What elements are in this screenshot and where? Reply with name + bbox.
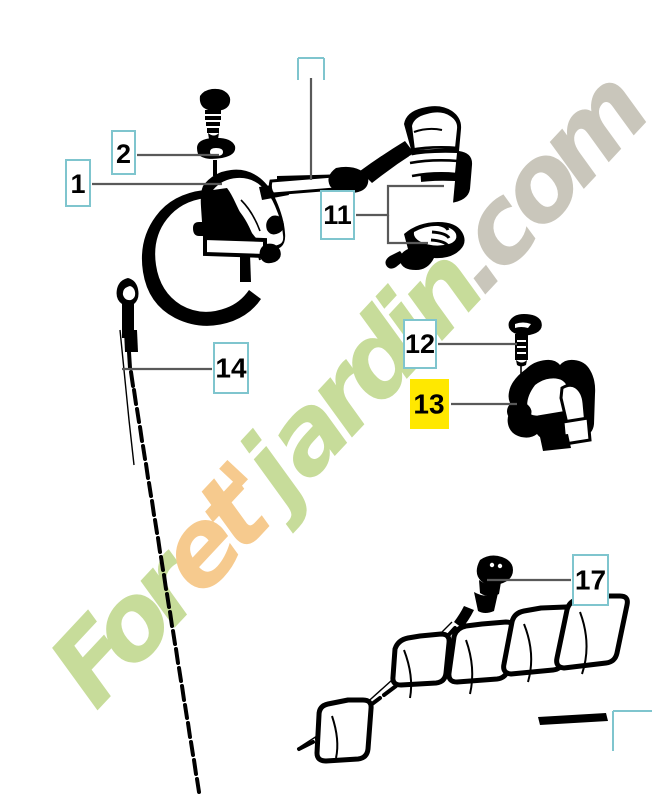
callout-top-partial[interactable]: [297, 57, 325, 80]
part-ignition-module: [507, 359, 596, 451]
callout-13-highlighted[interactable]: 13: [410, 379, 449, 429]
callout-17-label: 17: [575, 565, 606, 596]
callout-13-label: 13: [413, 389, 444, 420]
part-spark-plug-lead: [268, 141, 414, 196]
callout-11-label: 11: [323, 200, 352, 230]
callout-12-label: 12: [405, 329, 435, 359]
callout-14[interactable]: 14: [213, 342, 249, 394]
callout-2[interactable]: 2: [111, 130, 136, 175]
callout-2-box[interactable]: [111, 130, 136, 175]
leader-bracket-11-lower: [386, 215, 428, 245]
callout-2-label: 2: [116, 139, 131, 169]
watermark-foretjardin: F o r e t ' j a r d i n . c o m: [25, 46, 652, 729]
callout-14-label: 14: [215, 353, 247, 384]
callout-17-box[interactable]: [572, 554, 609, 606]
callout-top-partial-box[interactable]: [297, 57, 325, 80]
callout-boxes-group: 1 2 11 14 12 13: [65, 57, 652, 751]
part-ignition-coil: [193, 169, 289, 282]
part-ignition-lead-wire: [116, 190, 261, 794]
callout-bottom-partial[interactable]: [612, 710, 652, 751]
part-wiring-harness: [297, 555, 630, 764]
callout-11-box[interactable]: [320, 190, 355, 240]
callout-17[interactable]: 17: [572, 554, 609, 606]
line-art-group: [116, 88, 630, 794]
leader-bracket-11: [356, 184, 444, 217]
callout-bottom-partial-box[interactable]: [612, 710, 652, 751]
callout-14-box[interactable]: [213, 342, 249, 394]
callout-1-box[interactable]: [65, 159, 91, 207]
callout-12-box[interactable]: [403, 319, 437, 369]
part-coil-screw: [199, 88, 231, 141]
part-spark-plug-cap: [404, 106, 473, 214]
callout-1[interactable]: 1: [65, 159, 91, 207]
part-spring-clip: [385, 222, 465, 270]
part-coil-washer: [197, 137, 236, 176]
leader-lines-group: [92, 78, 571, 582]
callout-13-box[interactable]: [410, 379, 449, 429]
callout-12[interactable]: 12: [403, 319, 437, 369]
callout-1-label: 1: [70, 169, 85, 199]
callout-11[interactable]: 11: [320, 190, 355, 240]
